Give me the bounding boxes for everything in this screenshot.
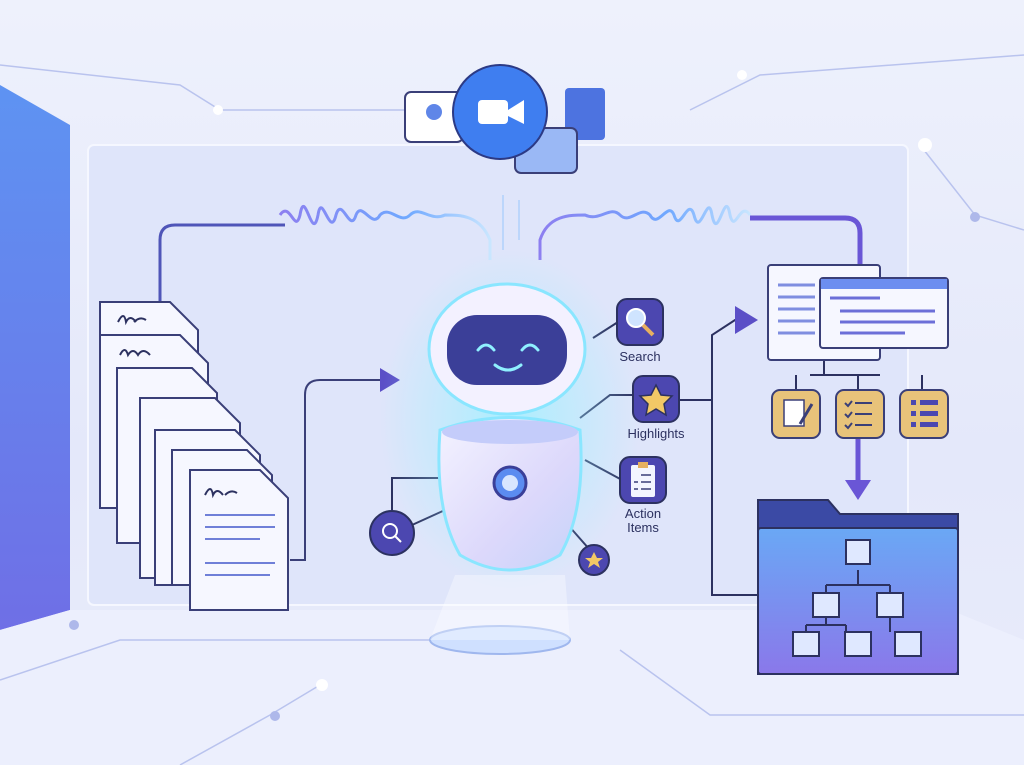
hologram-platform xyxy=(429,625,571,655)
transcript-documents xyxy=(99,301,289,611)
ai-robot-assistant xyxy=(380,250,640,655)
circuit-line xyxy=(689,54,1024,111)
arrow-head xyxy=(735,306,758,334)
highlights-label: Highlights xyxy=(627,426,685,441)
circuit-node xyxy=(213,105,223,115)
small-star-badge xyxy=(578,544,610,576)
circuit-node xyxy=(69,620,79,630)
star-icon xyxy=(638,383,674,417)
audio-waveform xyxy=(278,195,752,260)
action-items-tool xyxy=(619,456,667,504)
circuit-node xyxy=(918,138,932,152)
left-wall-panel xyxy=(0,85,70,630)
arrow-head xyxy=(845,480,871,500)
search-icon xyxy=(626,308,646,328)
search-tool xyxy=(616,298,664,346)
circuit-node xyxy=(970,212,980,222)
highlights-tool xyxy=(632,375,680,423)
circuit-node xyxy=(737,70,747,80)
video-chat-bubbles xyxy=(404,64,605,174)
knowledge-folder xyxy=(757,499,959,675)
clipboard-checklist-icon xyxy=(631,465,655,497)
circuit-line xyxy=(0,639,440,681)
star-icon xyxy=(585,552,603,568)
robot-face xyxy=(447,315,567,385)
small-search-badge xyxy=(369,510,415,556)
action-items-label: Action Items xyxy=(624,506,662,535)
circuit-node xyxy=(270,711,280,721)
circuit-line xyxy=(619,649,1024,716)
output-format-icons xyxy=(771,389,949,439)
circuit-line xyxy=(179,684,321,765)
search-icon xyxy=(382,523,398,539)
hierarchy-icon xyxy=(792,539,922,657)
search-label: Search xyxy=(619,349,661,364)
user-icon xyxy=(426,104,442,120)
circuit-line xyxy=(0,64,440,111)
circuit-node xyxy=(316,679,328,691)
summary-documents xyxy=(767,264,949,361)
summary-card xyxy=(819,277,949,349)
document-icon xyxy=(565,88,605,140)
